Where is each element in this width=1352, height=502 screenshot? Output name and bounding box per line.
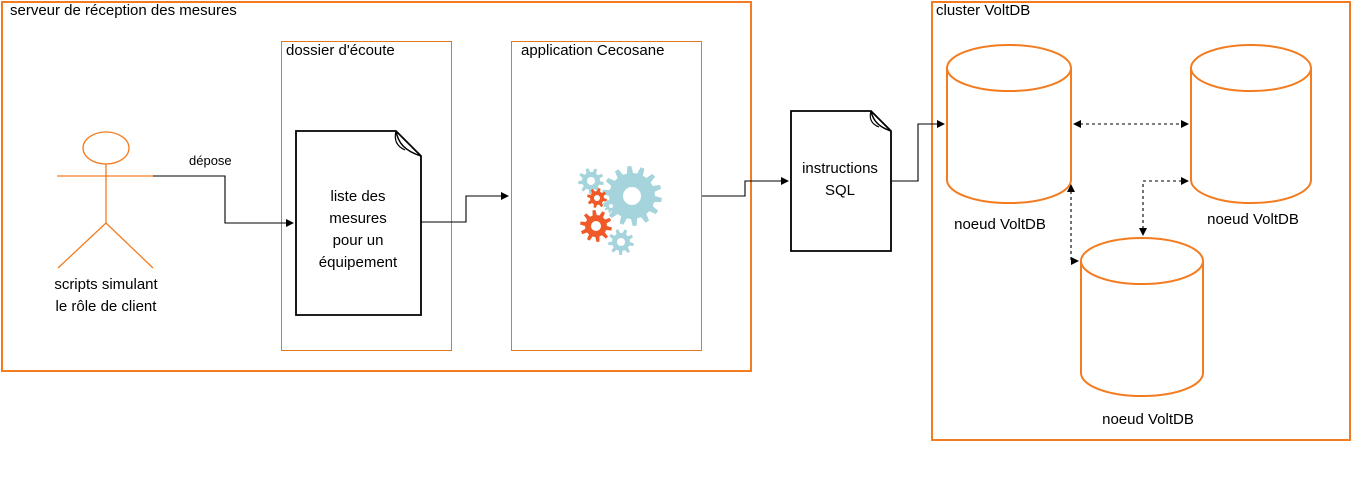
- measures-document-icon: [295, 130, 422, 316]
- client-actor-icon: [57, 131, 154, 269]
- edge-actor-to-document: [153, 175, 294, 227]
- doc-line-1: liste des: [330, 188, 386, 205]
- actor-label-line1: scripts simulant: [54, 276, 158, 293]
- edge-node2-node3: [1139, 177, 1189, 236]
- sql-line-1: instructions: [802, 160, 878, 177]
- doc-line-4: équipement: [318, 254, 398, 271]
- app-container: [511, 41, 702, 351]
- actor-label: scripts simulant le rôle de client: [30, 274, 182, 318]
- voltdb-node-2-icon: [1190, 44, 1312, 204]
- edge-node1-node3: [1067, 184, 1079, 265]
- voltdb-node-1-icon: [946, 44, 1072, 204]
- sql-line-2: SQL: [824, 182, 855, 199]
- listening-folder-title: dossier d'écoute: [286, 42, 395, 59]
- actor-label-line2: le rôle de client: [55, 298, 157, 315]
- gear-red-small-hole: [594, 195, 600, 201]
- server-title: serveur de réception des mesures: [10, 2, 237, 19]
- doc-line-2: mesures: [329, 210, 387, 227]
- edge-label-depose: dépose: [189, 153, 232, 168]
- edge-document-to-app: [421, 192, 509, 223]
- listening-folder-container: [281, 41, 452, 351]
- gear-large-hole: [623, 187, 641, 205]
- doc-line-3: pour un: [332, 232, 384, 249]
- gear-small-top-hole: [587, 177, 595, 185]
- edge-sql-to-cluster: [891, 120, 945, 182]
- gear-tiny-hole: [609, 204, 613, 208]
- gears-icon: [578, 166, 662, 255]
- cluster-container: [931, 1, 1351, 441]
- server-container: [1, 1, 752, 372]
- voltdb-node-1-label: noeud VoltDB: [954, 216, 1046, 233]
- sql-document-icon: [790, 110, 892, 252]
- edge-app-to-sql: [702, 177, 789, 197]
- voltdb-node-2-label: noeud VoltDB: [1207, 211, 1299, 228]
- voltdb-node-3-label: noeud VoltDB: [1102, 411, 1194, 428]
- gear-red-bottom-hole: [591, 221, 601, 231]
- cluster-title: cluster VoltDB: [936, 2, 1031, 19]
- sql-document-label: instructions SQL: [791, 158, 889, 202]
- app-title: application Cecosane: [521, 42, 665, 59]
- measures-document-label: liste des mesures pour un équipement: [298, 186, 418, 274]
- voltdb-node-3-icon: [1080, 237, 1204, 397]
- gear-small-bottom-hole: [617, 238, 625, 246]
